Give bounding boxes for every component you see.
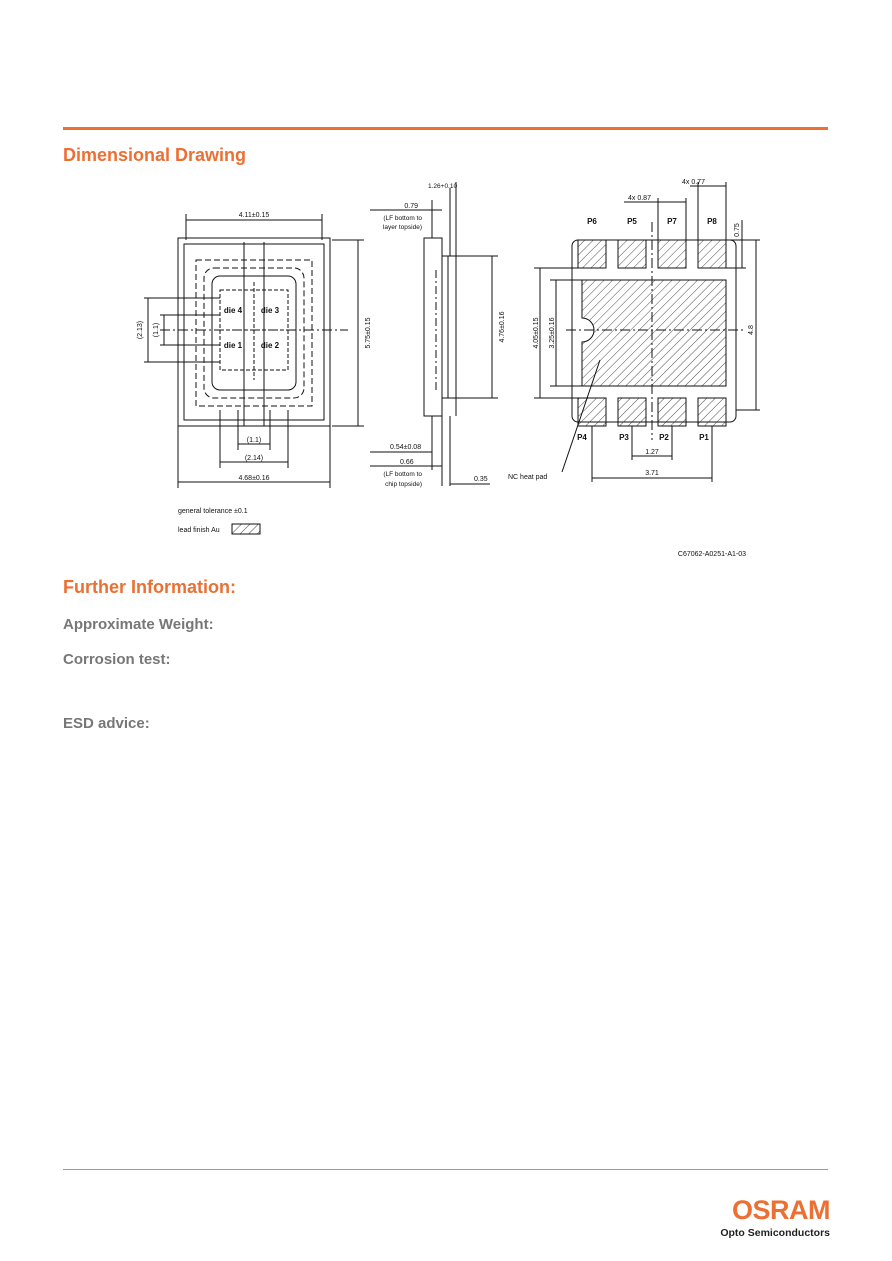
bottom-dim-075: 0.75 xyxy=(734,223,741,237)
die-label: die 1 xyxy=(224,341,243,350)
footer-rule xyxy=(63,1169,828,1170)
left-dim-inner: (1.1) xyxy=(153,323,160,337)
top-width-dim: 4.11±0.15 xyxy=(239,212,270,219)
side-height-dim: 4.76±0.16 xyxy=(499,311,506,342)
logo-wordmark: OSRAM xyxy=(732,1195,831,1225)
section-title-dimensional-drawing: Dimensional Drawing xyxy=(63,145,247,165)
pad-label: P7 xyxy=(667,217,677,226)
pad-label: P5 xyxy=(627,217,637,226)
pad-label: P4 xyxy=(577,433,587,442)
bottom-dim-48: 4.8 xyxy=(748,325,755,335)
drawing-id: C67062-A0251-A1-03 xyxy=(678,551,746,558)
die-label: die 3 xyxy=(261,306,280,315)
approximate-weight-label: Approximate Weight: xyxy=(63,616,214,633)
heat-pad-label: NC heat pad xyxy=(508,474,547,481)
side-note-layer-1: (LF bottom to xyxy=(383,215,422,222)
side-note-chip-2: chip topside) xyxy=(385,481,422,488)
logo-subtitle: Opto Semiconductors xyxy=(720,1227,830,1239)
side-note-chip-1: (LF bottom to xyxy=(383,471,422,478)
die-label: die 2 xyxy=(261,341,280,350)
lead-finish-swatch xyxy=(231,523,261,535)
pad-label: P6 xyxy=(587,217,597,226)
bottom-view xyxy=(534,182,760,482)
side-view xyxy=(370,182,498,486)
section-title-further-information: Further Information: xyxy=(63,577,236,597)
overall-width-dim: 4.68±0.16 xyxy=(238,475,269,482)
pad-label: P1 xyxy=(699,433,709,442)
bottom-dim-405: 4.05±0.15 xyxy=(533,317,540,348)
esd-advice-label: ESD advice: xyxy=(63,715,150,732)
header-rule xyxy=(63,127,828,130)
side-dim-054: 0.54±0.08 xyxy=(390,444,421,451)
left-dim-outer: (2.13) xyxy=(137,321,144,339)
corrosion-test-label: Corrosion test: xyxy=(63,651,171,668)
die-label: die 4 xyxy=(224,306,243,315)
dimensional-drawing: 4.11±0.15 5.75±0.15 4.68±0.16 (2.14) (1.… xyxy=(137,179,760,558)
bottom-dim-4x077: 4x 0.77 xyxy=(682,179,705,186)
lead-finish-note: lead finish Au xyxy=(178,527,220,534)
bottom-dim-325: 3.25±0.16 xyxy=(549,317,556,348)
osram-logo: OSRAM Opto Semiconductors xyxy=(710,1196,830,1240)
pad-label: P2 xyxy=(659,433,669,442)
top-height-dim: 5.75±0.15 xyxy=(365,317,372,348)
package-outline xyxy=(177,237,331,427)
pad-label: P8 xyxy=(707,217,717,226)
side-dim-079: 0.79 xyxy=(404,203,418,210)
side-note-layer-2: layer topside) xyxy=(383,224,422,231)
side-dim-066: 0.66 xyxy=(400,459,414,466)
bottom-dim-inner: (1.1) xyxy=(247,437,261,444)
heat-pad xyxy=(581,279,727,387)
side-dim-035: 0.35 xyxy=(474,476,488,483)
top-view xyxy=(144,214,364,488)
tolerance-note: general tolerance ±0.1 xyxy=(178,508,248,515)
bottom-dim-outer: (2.14) xyxy=(245,455,263,462)
pad-label: P3 xyxy=(619,433,629,442)
bottom-dim-4x087: 4x 0.87 xyxy=(628,195,651,202)
side-dim-top: 1.26+0.10 xyxy=(428,183,457,190)
bottom-dim-127: 1.27 xyxy=(645,449,659,456)
bottom-dim-371: 3.71 xyxy=(645,470,659,477)
